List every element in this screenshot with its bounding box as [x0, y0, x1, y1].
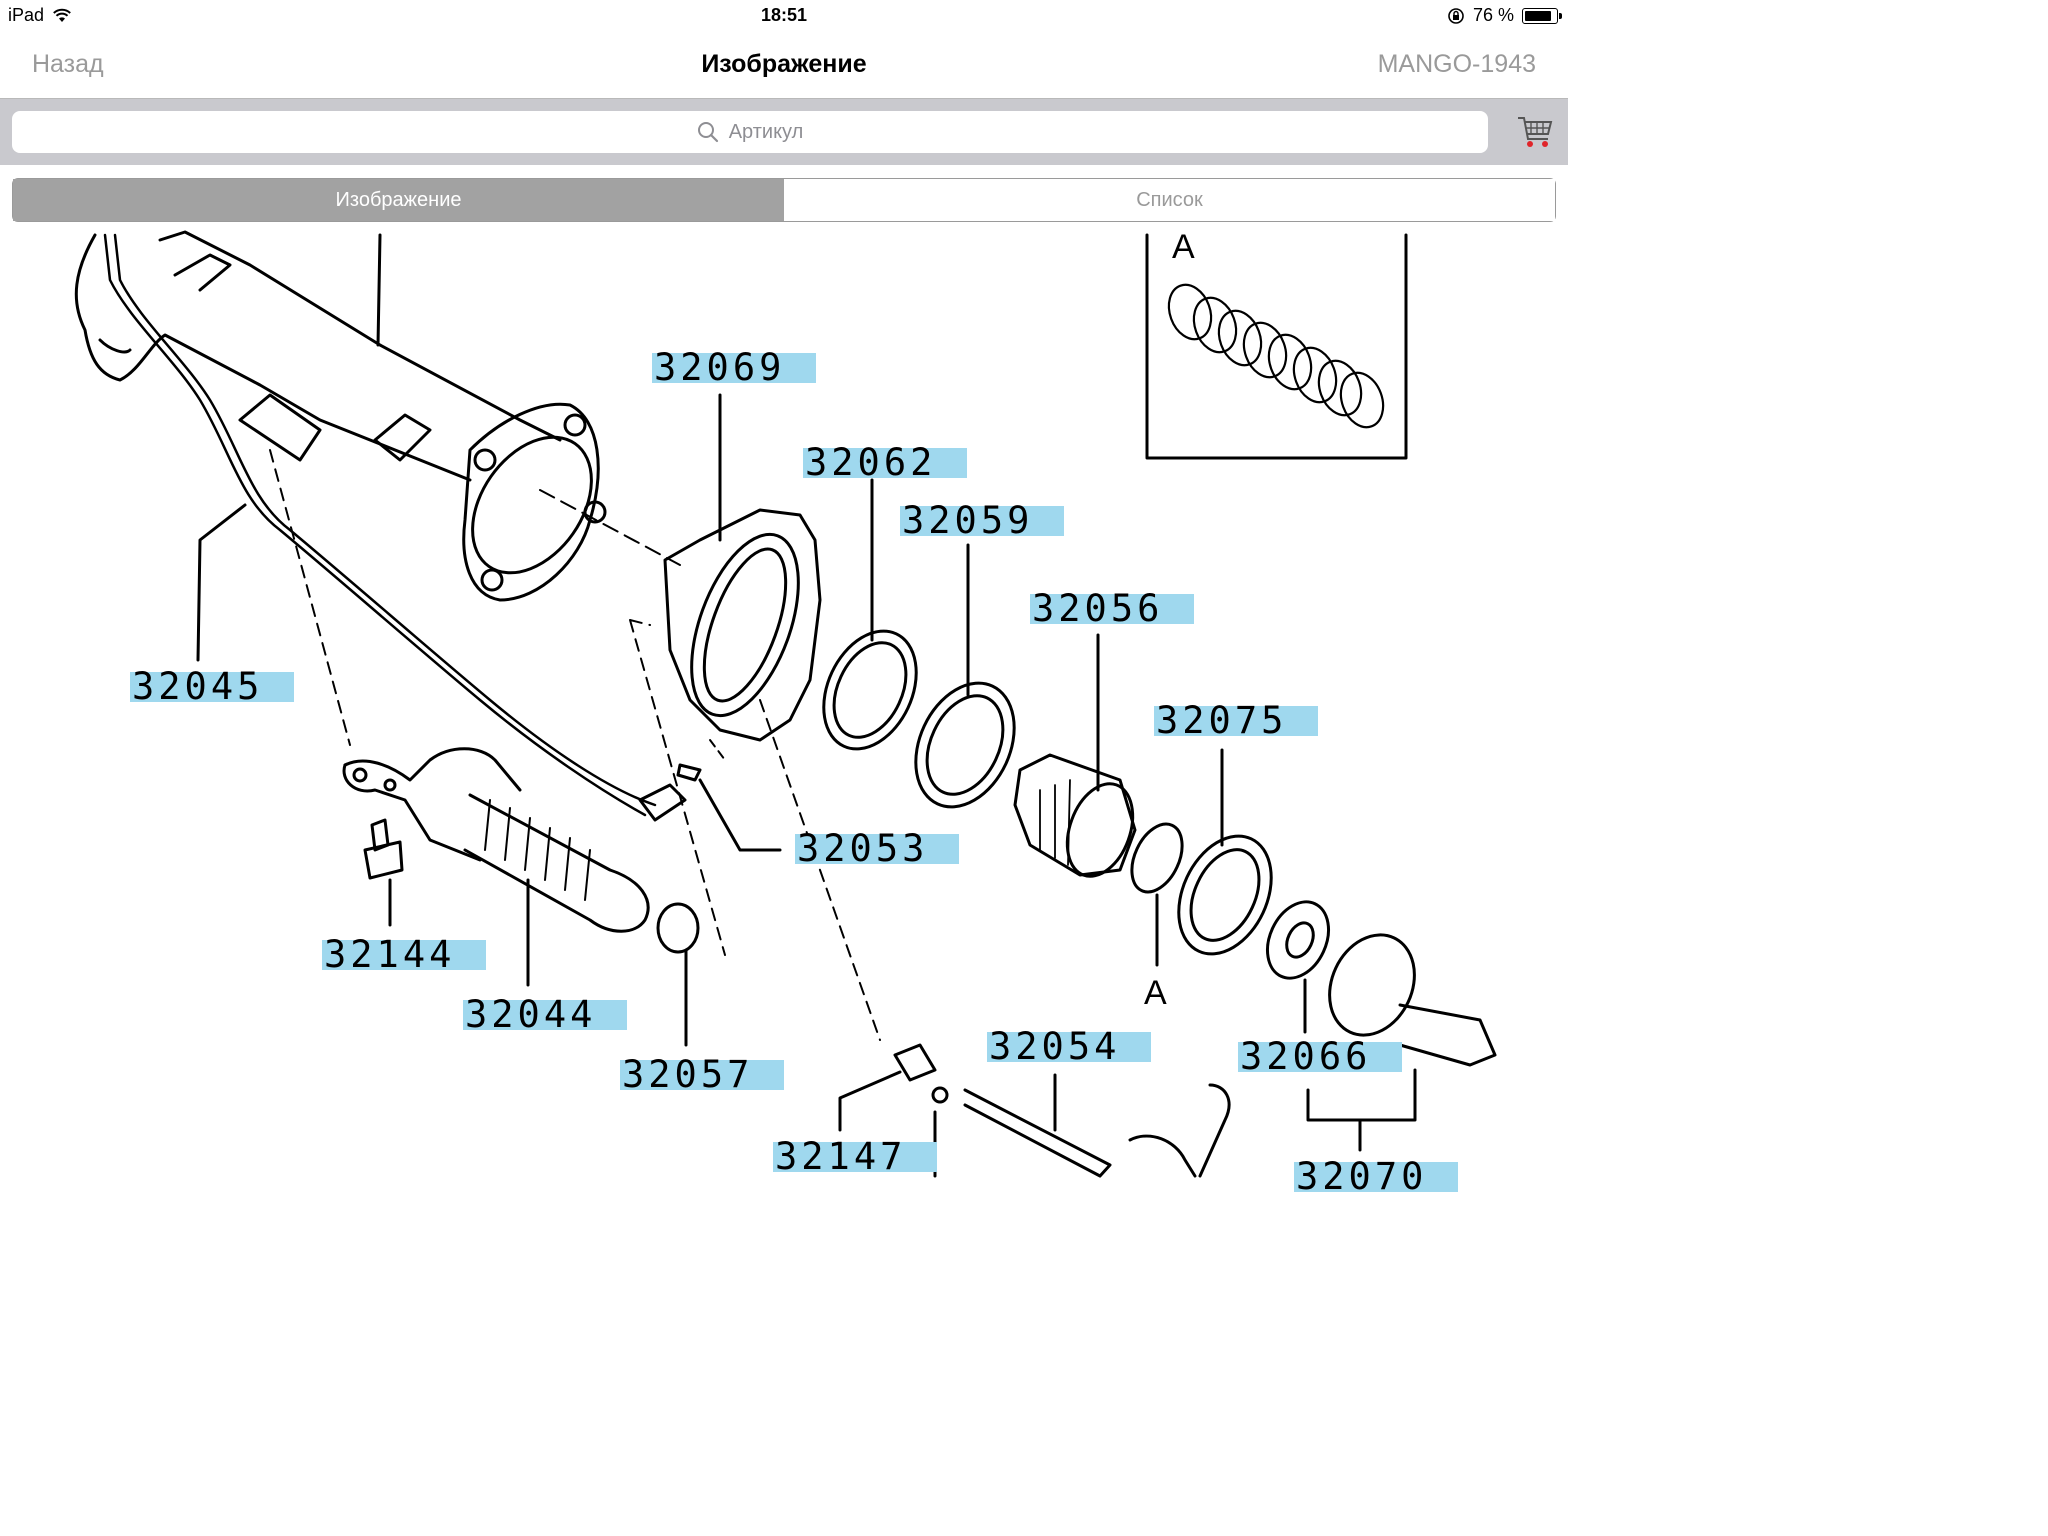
part-label-32057[interactable]: 32057 — [620, 1056, 784, 1093]
battery-percent: 76 % — [1472, 5, 1514, 25]
back-button[interactable]: Назад — [32, 50, 104, 78]
part-label-32144[interactable]: 32144 — [322, 936, 486, 973]
status-time: 18:51 — [760, 5, 808, 25]
page-title: Изображение — [701, 50, 867, 78]
device-name: iPad — [8, 5, 45, 25]
search-bar: Артикул — [0, 99, 1568, 165]
part-label-32045[interactable]: 32045 — [130, 668, 294, 705]
exploded-view-drawing — [74, 230, 1497, 1178]
segment-image[interactable]: Изображение — [13, 179, 784, 221]
rotation-lock-icon — [1448, 7, 1464, 24]
part-label-32069[interactable]: 32069 — [652, 349, 816, 386]
parts-diagram: A A 32069 32062 32059 32056 32045 32075 … — [0, 222, 1568, 1195]
part-label-32056[interactable]: 32056 — [1030, 590, 1194, 627]
part-label-32075[interactable]: 32075 — [1154, 702, 1318, 739]
status-right: 76 % — [1447, 5, 1562, 26]
status-left: iPad — [8, 5, 72, 26]
part-label-32062[interactable]: 32062 — [803, 444, 967, 481]
part-label-32059[interactable]: 32059 — [900, 502, 1064, 539]
part-label-32044[interactable]: 32044 — [463, 996, 627, 1033]
part-label-32053[interactable]: 32053 — [795, 830, 959, 867]
part-label-32054[interactable]: 32054 — [987, 1028, 1151, 1065]
search-icon — [697, 122, 718, 143]
ring-marker-a: A — [1144, 974, 1167, 1012]
part-label-32147[interactable]: 32147 — [773, 1138, 937, 1175]
part-label-32070[interactable]: 32070 — [1294, 1158, 1458, 1195]
segment-list[interactable]: Список — [784, 179, 1555, 221]
wifi-icon — [53, 8, 71, 22]
inset-marker-a: A — [1172, 228, 1195, 266]
search-placeholder: Артикул — [728, 120, 804, 143]
view-segmented-control: Изображение Список — [12, 178, 1556, 222]
status-bar: iPad 18:51 76 % — [0, 0, 1568, 30]
search-input[interactable]: Артикул — [12, 111, 1488, 153]
part-label-32066[interactable]: 32066 — [1238, 1038, 1402, 1075]
battery-icon — [1522, 7, 1562, 24]
navigation-bar: Назад Изображение MANGO-1943 — [0, 30, 1568, 99]
cart-icon[interactable] — [1516, 113, 1554, 151]
vehicle-code: MANGO-1943 — [1377, 50, 1536, 78]
